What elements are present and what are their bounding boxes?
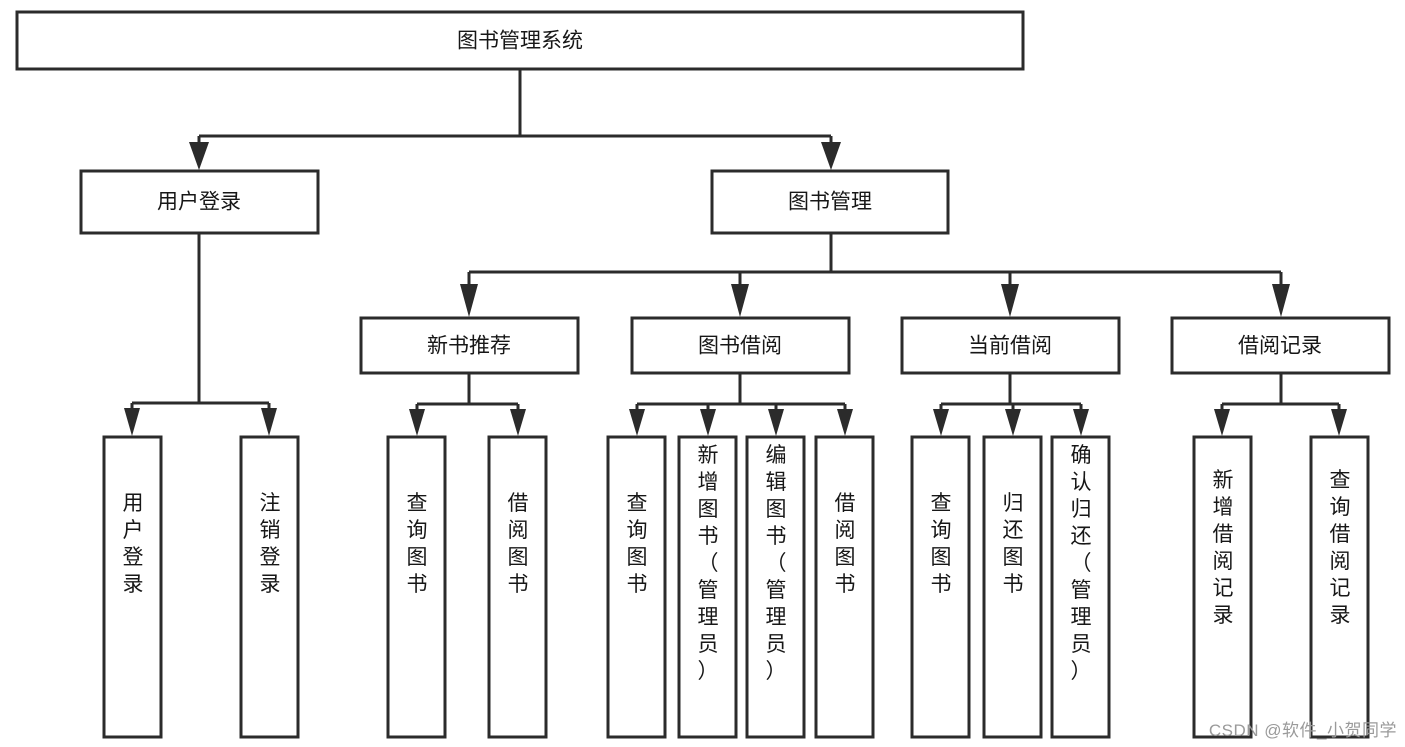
node-user-login-label: 用户登录 (157, 191, 241, 214)
node-leaf-query-book-2-box[interactable] (606, 435, 667, 739)
node-book-borrow-box[interactable] (630, 316, 851, 375)
node-leaf-query-book-1-box[interactable] (386, 435, 447, 739)
arrow-head-leaf-user-login (124, 408, 140, 436)
node-leaf-user-login-box[interactable] (102, 435, 163, 739)
connectors-user-login-to-leaves (124, 233, 277, 436)
arrow-head-leaf-query-book-2 (629, 409, 645, 436)
connectors-borrow-record-to-leaves (1214, 373, 1347, 436)
node-leaf-user-logout-box[interactable] (239, 435, 300, 739)
node-current-borrow-label: 当前借阅 (968, 335, 1052, 358)
node-leaf-user-logout-label: 注销登录 (260, 492, 281, 596)
arrow-head-leaf-add-record (1214, 409, 1230, 436)
node-leaf-edit-book-label: 编辑图书（管理员） (766, 444, 787, 683)
arrow-head-current-borrow (1001, 284, 1019, 317)
node-book-manage[interactable]: 图书管理 (710, 169, 950, 235)
node-leaf-query-record-box[interactable] (1309, 435, 1370, 739)
arrow-head-book-manage (821, 142, 841, 170)
connectors-new-book-rec-to-leaves (409, 373, 526, 436)
node-leaf-return-book-label: 归还图书 (1003, 492, 1024, 596)
node-leaf-add-record-box[interactable] (1192, 435, 1253, 739)
arrow-head-leaf-query-book-1 (409, 409, 425, 436)
arrow-head-leaf-return-book (1005, 409, 1021, 436)
node-leaf-query-book-2-label: 查询图书 (627, 492, 648, 596)
node-leaf-add-book-box[interactable] (677, 435, 738, 739)
node-leaf-add-book-label: 新增图书（管理员） (698, 444, 719, 683)
node-leaf-query-book-1[interactable]: 查询图书 (386, 435, 447, 739)
node-leaf-query-book-1-label: 查询图书 (407, 492, 428, 596)
node-book-borrow-label: 图书借阅 (698, 335, 782, 358)
node-leaf-query-book-2[interactable]: 查询图书 (606, 435, 667, 739)
arrow-head-leaf-add-book (700, 409, 716, 436)
arrow-head-leaf-borrow-book-2 (837, 409, 853, 436)
arrow-head-leaf-confirm-return (1073, 409, 1089, 436)
node-leaf-confirm-return-box[interactable] (1050, 435, 1111, 739)
node-leaf-confirm-return[interactable]: 确认归还（管理员） (1050, 435, 1111, 739)
node-leaf-query-book-3-box[interactable] (910, 435, 971, 739)
node-leaf-borrow-book-1[interactable]: 借阅图书 (487, 435, 548, 739)
node-new-book-rec[interactable]: 新书推荐 (359, 316, 580, 375)
node-leaf-user-login-label: 用户登录 (123, 492, 144, 596)
node-current-borrow[interactable]: 当前借阅 (900, 316, 1121, 375)
node-leaf-add-record[interactable]: 新增借阅记录 (1192, 435, 1253, 739)
node-root-label: 图书管理系统 (457, 30, 583, 53)
node-leaf-borrow-book-1-label: 借阅图书 (508, 492, 529, 596)
arrow-head-book-borrow (731, 284, 749, 317)
arrow-head-borrow-record (1272, 284, 1290, 317)
node-borrow-record-box[interactable] (1170, 316, 1391, 375)
node-leaf-add-record-label: 新增借阅记录 (1213, 469, 1234, 627)
node-leaf-query-book-3-label: 查询图书 (931, 492, 952, 596)
arrow-head-leaf-edit-book (768, 409, 784, 436)
node-leaf-add-book[interactable]: 新增图书（管理员） (677, 435, 738, 739)
node-leaf-borrow-book-2-box[interactable] (814, 435, 875, 739)
connectors-root-to-level2 (189, 69, 841, 170)
node-leaf-query-record-label: 查询借阅记录 (1330, 469, 1351, 627)
node-leaf-query-record[interactable]: 查询借阅记录 (1309, 435, 1370, 739)
node-user-login[interactable]: 用户登录 (79, 169, 320, 235)
node-leaf-query-book-3[interactable]: 查询图书 (910, 435, 971, 739)
node-leaf-user-login[interactable]: 用户登录 (102, 435, 163, 739)
node-leaf-return-book[interactable]: 归还图书 (982, 435, 1043, 739)
arrow-head-leaf-query-record (1331, 409, 1347, 436)
node-leaf-return-book-box[interactable] (982, 435, 1043, 739)
arrow-head-leaf-query-book-3 (933, 409, 949, 436)
node-user-login-box[interactable] (79, 169, 320, 235)
connectors-book-borrow-to-leaves (629, 373, 853, 436)
node-leaf-user-logout[interactable]: 注销登录 (239, 435, 300, 739)
node-new-book-rec-box[interactable] (359, 316, 580, 375)
arrow-head-new-book-rec (460, 284, 478, 317)
node-root-box[interactable] (15, 10, 1025, 71)
node-book-manage-label: 图书管理 (788, 191, 872, 214)
connectors-book-manage-to-level3 (460, 233, 1290, 317)
node-leaf-confirm-return-label: 确认归还（管理员） (1071, 444, 1092, 683)
node-leaf-edit-book[interactable]: 编辑图书（管理员） (745, 435, 806, 739)
node-borrow-record[interactable]: 借阅记录 (1170, 316, 1391, 375)
node-current-borrow-box[interactable] (900, 316, 1121, 375)
connectors-current-borrow-to-leaves (933, 373, 1089, 436)
node-new-book-rec-label: 新书推荐 (427, 335, 511, 358)
arrow-head-user-login (189, 142, 209, 170)
node-leaf-edit-book-box[interactable] (745, 435, 806, 739)
node-book-manage-box[interactable] (710, 169, 950, 235)
node-root[interactable]: 图书管理系统 (15, 10, 1025, 71)
arrow-head-leaf-borrow-book-1 (510, 409, 526, 436)
node-leaf-borrow-book-1-box[interactable] (487, 435, 548, 739)
node-leaf-borrow-book-2[interactable]: 借阅图书 (814, 435, 875, 739)
node-leaf-borrow-book-2-label: 借阅图书 (835, 492, 856, 596)
node-book-borrow[interactable]: 图书借阅 (630, 316, 851, 375)
arrow-head-leaf-user-logout (261, 408, 277, 436)
node-borrow-record-label: 借阅记录 (1238, 335, 1322, 358)
